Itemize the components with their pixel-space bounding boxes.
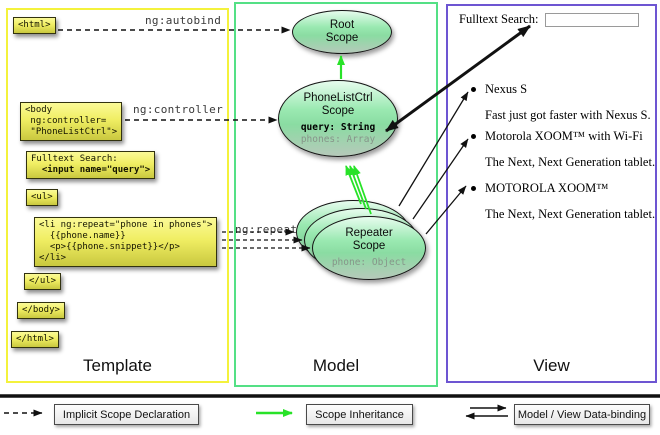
fulltext-search-input[interactable] xyxy=(544,12,639,27)
fulltext-search-row: Fulltext Search: xyxy=(459,12,639,27)
code-box-html-open: <html> xyxy=(13,17,56,34)
scope-title: Root xyxy=(329,19,355,31)
scope-prop-query: query: String xyxy=(300,122,376,133)
code-line: </body> xyxy=(22,305,60,315)
bullet-icon xyxy=(471,87,476,92)
list-item: MOTOROLA XOOM™ The Next, Next Generation… xyxy=(471,181,655,222)
code-line: <p>{{phone.snippet}}</p> xyxy=(39,242,180,252)
code-line: Fulltext Search: xyxy=(31,154,118,164)
scope-title: Repeater xyxy=(345,227,393,240)
code-line: <input name="query"> xyxy=(31,165,151,175)
code-line: <html> xyxy=(18,20,51,30)
item-title: Nexus S xyxy=(485,82,528,96)
code-box-html-close: </html> xyxy=(11,331,59,348)
code-line: </ul> xyxy=(29,276,57,286)
phonelistctrl-scope-ellipse: PhoneListCtrl Scope query: String phones… xyxy=(278,80,398,157)
scope-title: Scope xyxy=(321,105,355,117)
scope-inheritance-box: Scope Inheritance xyxy=(306,404,413,425)
scope-title: Scope xyxy=(325,32,359,44)
item-snippet: The Next, Next Generation tablet. xyxy=(485,155,656,169)
code-box-ul-open: <ul> xyxy=(26,189,58,206)
scope-title: Scope xyxy=(352,240,386,253)
model-column-title: Model xyxy=(312,356,360,375)
code-line: "PhoneListCtrl"> xyxy=(25,127,118,137)
code-box-fulltext-input: Fulltext Search: <input name="query"> xyxy=(26,151,156,179)
ng-repeat-label: ng:repeat xyxy=(235,223,298,236)
scope-title: PhoneListCtrl xyxy=(303,92,373,104)
code-line: <li ng:repeat="phone in phones"> xyxy=(39,220,213,230)
ng-autobind-label: ng:autobind xyxy=(145,14,222,27)
repeater-scope-ellipse-front: Repeater Scope phone: Object xyxy=(312,216,426,280)
list-item: Motorola XOOM™ with Wi-Fi The Next, Next… xyxy=(471,129,655,170)
code-line: </li> xyxy=(39,253,67,263)
list-item: Nexus S Fast just got faster with Nexus … xyxy=(471,82,651,123)
root-scope-ellipse: Root Scope xyxy=(292,10,392,54)
template-column-title: Template xyxy=(83,356,152,375)
code-box-ul-close: </ul> xyxy=(24,273,62,290)
code-line: <ul> xyxy=(31,192,53,202)
item-title: MOTOROLA XOOM™ xyxy=(485,181,609,195)
code-box-body-open: <body ng:controller= "PhoneListCtrl"> xyxy=(20,102,123,141)
item-snippet: The Next, Next Generation tablet. xyxy=(485,207,656,221)
view-column-title: View xyxy=(533,356,570,375)
item-snippet: Fast just got faster with Nexus S. xyxy=(485,108,651,122)
model-view-databinding-box: Model / View Data-binding xyxy=(514,404,650,425)
code-line: <body xyxy=(25,105,53,115)
scope-prop-phone: phone: Object xyxy=(331,257,407,269)
fulltext-search-label: Fulltext Search: xyxy=(459,12,539,26)
bullet-icon xyxy=(471,134,476,139)
code-line: {{phone.name}} xyxy=(39,231,126,241)
ng-controller-label: ng:controller xyxy=(133,103,223,116)
bullet-icon xyxy=(471,186,476,191)
implicit-scope-declaration-box: Implicit Scope Declaration xyxy=(54,404,199,425)
code-line: </html> xyxy=(16,334,54,344)
code-box-li-repeat: <li ng:repeat="phone in phones"> {{phone… xyxy=(34,217,218,267)
template-column: Template xyxy=(6,8,229,383)
item-title: Motorola XOOM™ with Wi-Fi xyxy=(485,129,643,143)
code-box-body-close: </body> xyxy=(17,302,65,319)
scope-prop-phones: phones: Array xyxy=(300,133,376,145)
model-column: Model xyxy=(234,2,438,387)
code-line: ng:controller= xyxy=(25,116,107,126)
